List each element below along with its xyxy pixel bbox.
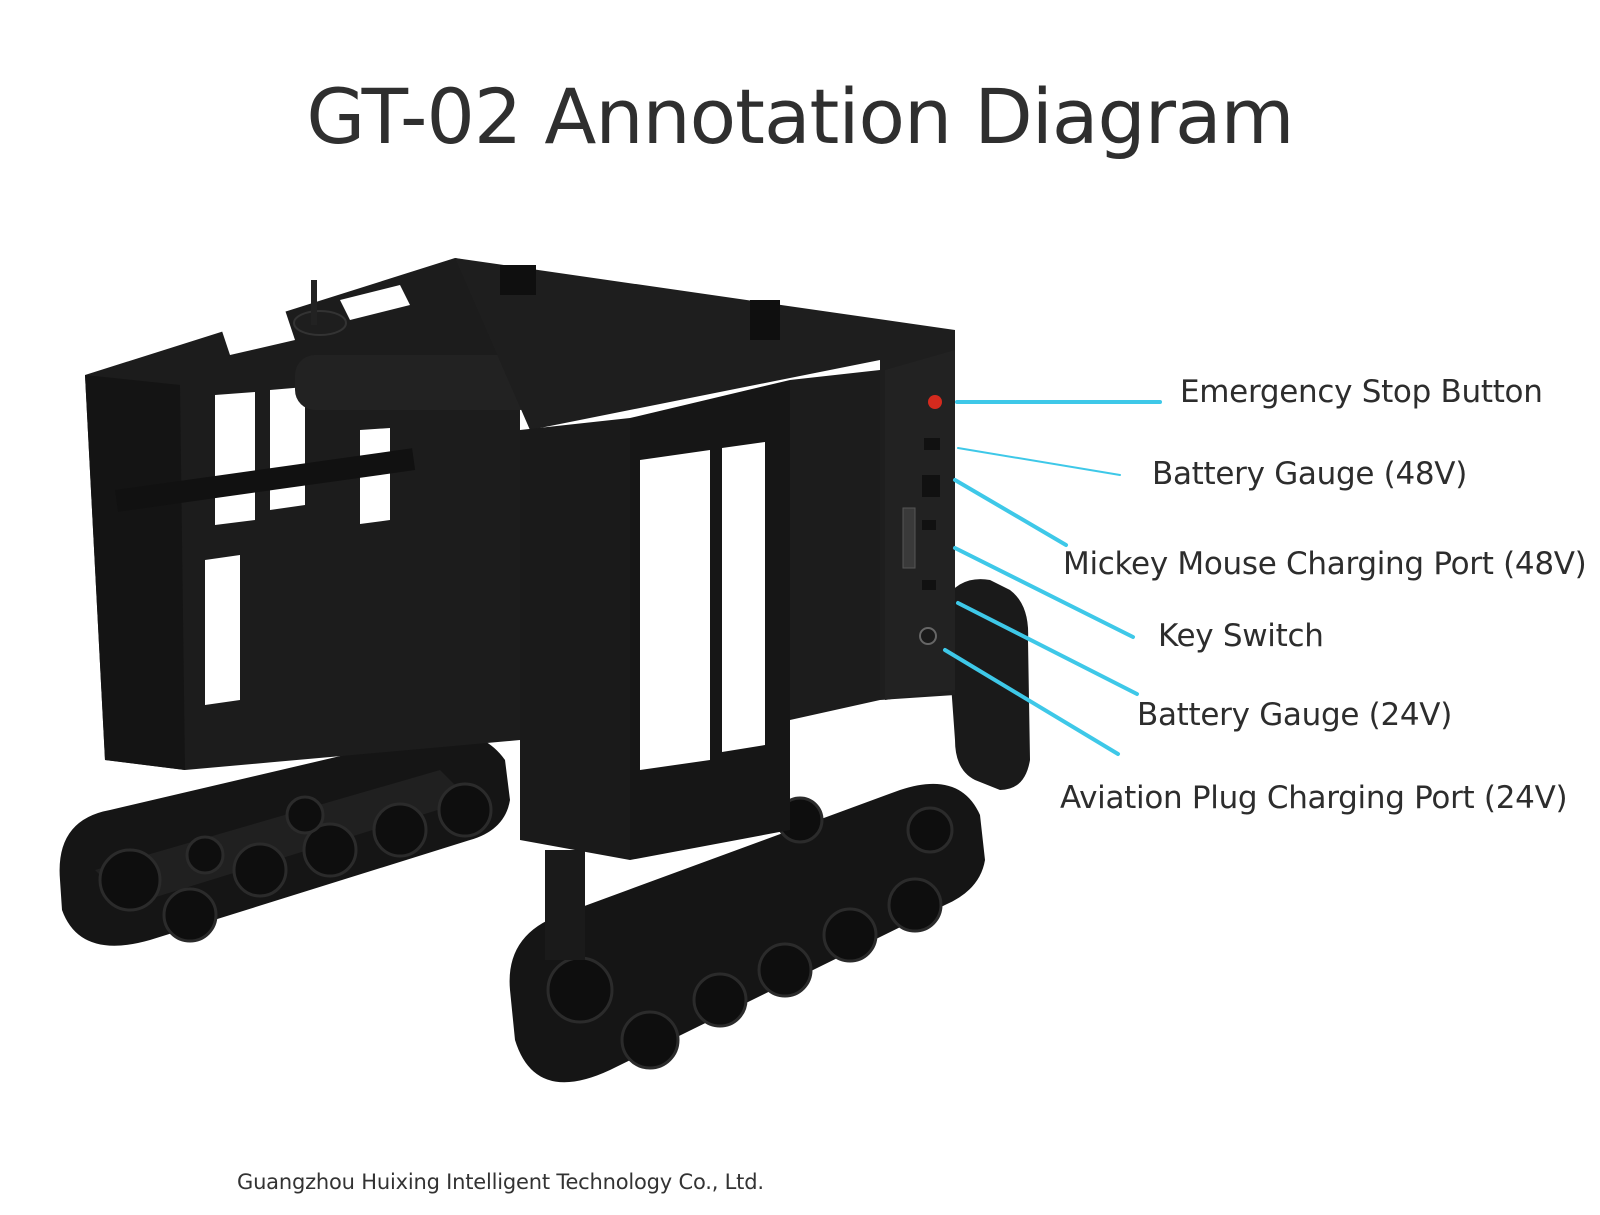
leader-line-battery-gauge-48v — [957, 447, 1121, 476]
callout-key-switch: Key Switch — [1158, 618, 1324, 654]
leader-line-mickey-mouse-port — [953, 478, 1068, 547]
left-track — [59, 732, 510, 946]
emergency-stop-button — [928, 395, 942, 409]
leader-line-key-switch — [953, 546, 1135, 639]
company-name: Guangzhou Huixing Intelligent Technology… — [237, 1170, 764, 1194]
drive-motor-housing — [945, 579, 1030, 790]
control-panel — [885, 350, 955, 700]
mickey-mouse-charging-port — [922, 475, 940, 497]
callout-aviation-plug-charging-port: Aviation Plug Charging Port (24V) — [1060, 780, 1568, 816]
callout-battery-gauge-48v: Battery Gauge (48V) — [1152, 456, 1468, 492]
callout-mickey-mouse-charging-port: Mickey Mouse Charging Port (48V) — [1063, 546, 1587, 582]
key-switch — [922, 580, 936, 590]
battery-gauge-48v-display — [924, 438, 940, 450]
aviation-plug-port — [919, 627, 937, 645]
diagram-title: GT-02 Annotation Diagram — [306, 72, 1294, 161]
top-control-bar — [295, 355, 540, 410]
leader-lines — [943, 400, 1162, 756]
leader-line-aviation-plug — [943, 648, 1120, 756]
right-track — [509, 783, 985, 1083]
handwheel — [293, 310, 347, 336]
leader-line-battery-gauge-24v — [956, 601, 1139, 696]
callout-emergency-stop-button: Emergency Stop Button — [1180, 374, 1543, 410]
left-frame — [85, 258, 540, 770]
callout-battery-gauge-24v: Battery Gauge (24V) — [1137, 697, 1453, 733]
right-frame — [455, 258, 955, 860]
